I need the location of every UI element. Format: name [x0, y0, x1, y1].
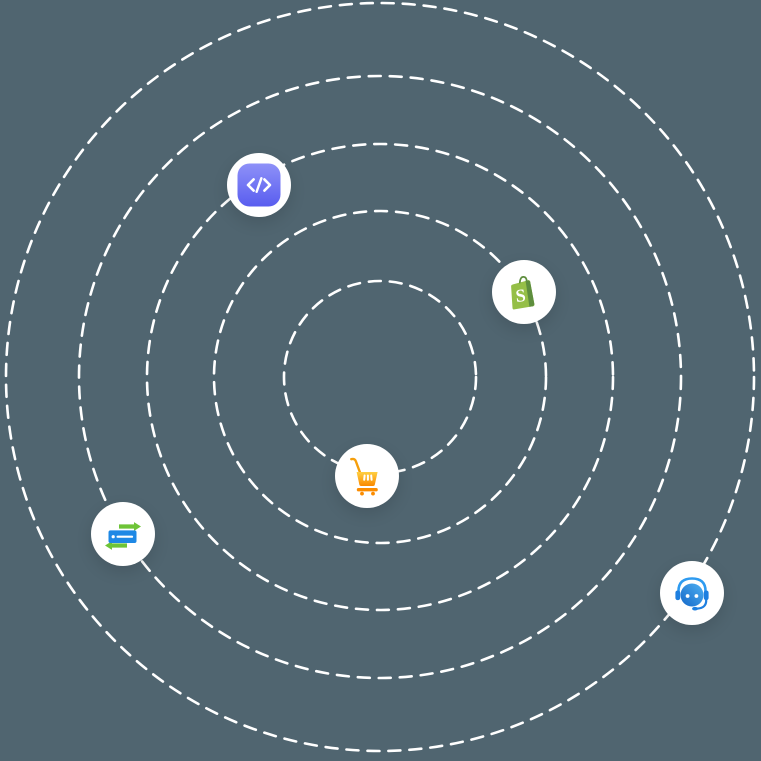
transfer-panel-dot: [111, 535, 115, 539]
headset-ear-right: [703, 590, 709, 601]
cart-badge: [335, 444, 399, 508]
shopify-icon: S: [511, 276, 535, 310]
headset-mic-boom: [695, 598, 708, 610]
headset-bot-icon: [675, 577, 709, 611]
headset-mic-tip: [692, 606, 698, 611]
cart-wheel-left: [360, 491, 364, 496]
transfer-arrow-left: [105, 541, 127, 550]
shopify-bag-shadow: [525, 280, 535, 307]
cart-base-bar: [356, 488, 378, 492]
cart-icon: [350, 457, 378, 496]
cart-wheel-right: [371, 491, 375, 496]
transfer-arrow-right: [119, 522, 141, 531]
orbit-ring-5: [4, 1, 756, 753]
shopify-letter: S: [515, 285, 527, 306]
orbit-ring-3: [145, 142, 615, 612]
headset-band: [677, 577, 707, 597]
code-icon: [237, 163, 281, 207]
headset-ear-left: [675, 590, 681, 601]
transfer-icon: [105, 522, 141, 550]
cart-handle: [350, 457, 362, 474]
code-badge: [227, 153, 291, 217]
shopify-bag-handle: [518, 276, 528, 284]
code-slash: [255, 177, 263, 193]
code-left-chevron: [246, 178, 255, 192]
bot-eye-right: [694, 594, 699, 598]
orbit-ring-2: [212, 209, 548, 545]
bot-head: [680, 583, 704, 607]
support-badge: [660, 561, 724, 625]
shopify-badge: S: [492, 260, 556, 324]
bot-eye-left: [685, 594, 690, 598]
code-right-chevron: [263, 178, 272, 192]
orbit-ring-4: [77, 74, 683, 680]
transfer-badge: [91, 502, 155, 566]
